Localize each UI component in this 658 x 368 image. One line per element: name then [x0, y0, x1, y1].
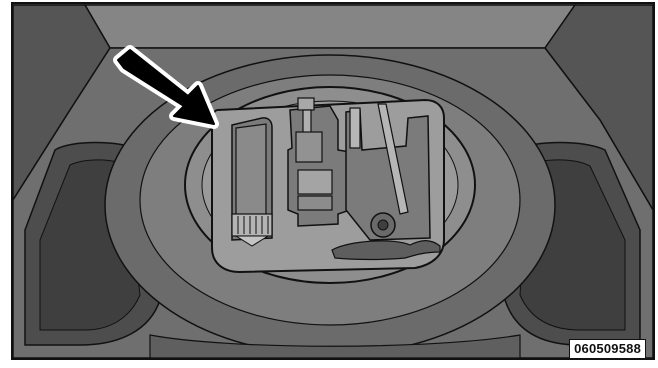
- jack-top-cap: [298, 98, 314, 110]
- jack-handle-rod: [350, 108, 360, 148]
- jack-base: [298, 196, 332, 210]
- image-reference-code: 060509588: [569, 339, 646, 359]
- jack-upper-body: [296, 132, 322, 162]
- trunk-back-wall: [85, 5, 575, 48]
- lug-wrench-handle: [236, 124, 266, 217]
- jack-lower-body: [298, 170, 332, 194]
- spare-tire-hold-down-center: [378, 220, 388, 230]
